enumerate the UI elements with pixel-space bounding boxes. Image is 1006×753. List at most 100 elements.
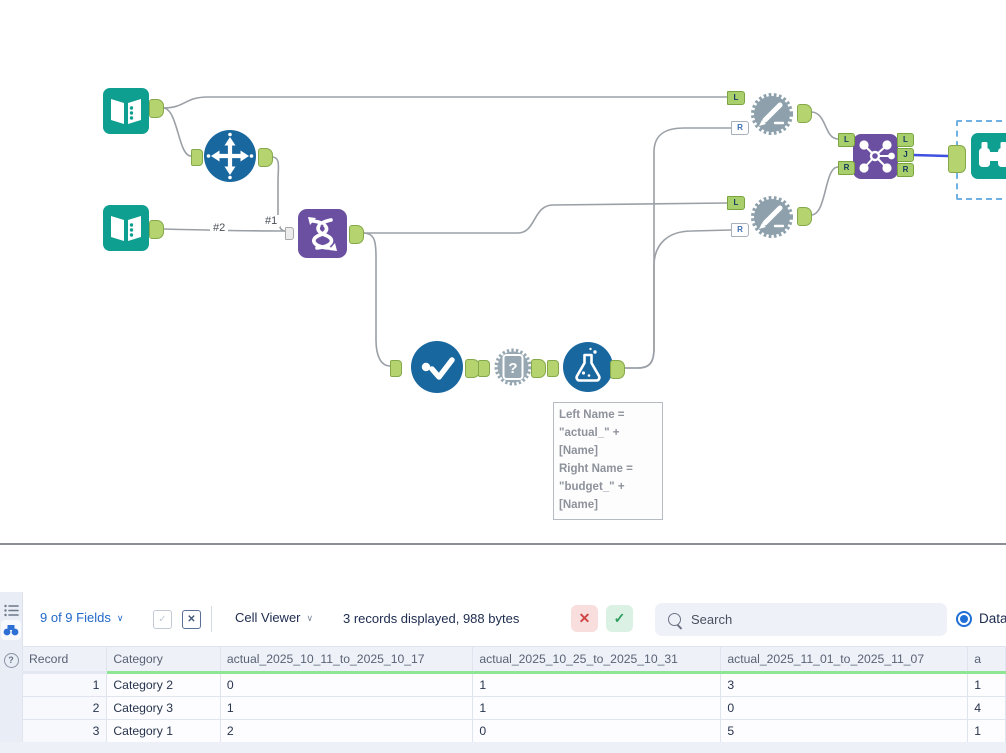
- connection-input1-to-arrows[interactable]: [162, 107, 192, 157]
- join-tool[interactable]: [853, 134, 898, 179]
- formula-tool[interactable]: [562, 341, 614, 393]
- cell-viewer-label: Cell Viewer: [235, 610, 301, 625]
- gear1-left-input-anchor[interactable]: L: [727, 91, 745, 105]
- success-filter-button[interactable]: ✓: [606, 605, 633, 632]
- cross-arrows-tool[interactable]: [203, 129, 257, 183]
- table-cell: 0: [720, 696, 969, 720]
- input2-output-anchor[interactable]: [149, 220, 164, 239]
- cross-arrows-icon: [204, 130, 256, 182]
- table-cell: 2: [219, 719, 474, 743]
- toolbar-divider: [211, 606, 212, 632]
- gear-pencil-icon: [751, 196, 793, 238]
- select-tool[interactable]: [410, 340, 464, 394]
- errors-filter-button[interactable]: ✕: [571, 605, 598, 632]
- browse-profile-icon[interactable]: [1, 620, 21, 640]
- browse-tool[interactable]: [971, 133, 1006, 179]
- union-input-anchor[interactable]: [285, 227, 294, 240]
- join-left-output-anchor[interactable]: L: [897, 133, 914, 147]
- help-glyph: ?: [3, 652, 19, 668]
- column-header-actual-1[interactable]: actual_2025_10_11_to_2025_10_17: [219, 646, 474, 674]
- question-macro-input-anchor[interactable]: [478, 360, 490, 377]
- question-macro-icon: ?: [494, 348, 532, 386]
- connection-gear1-to-join-left[interactable]: [810, 111, 839, 140]
- input1-output-anchor[interactable]: [149, 99, 164, 118]
- help-icon[interactable]: ?: [1, 650, 21, 670]
- search-box[interactable]: [655, 603, 947, 636]
- join-hub-icon: [853, 134, 898, 179]
- connection-union-to-select[interactable]: [362, 232, 391, 367]
- gear-pencil-icon: [751, 93, 793, 135]
- connection-join-to-browse-selected[interactable]: [912, 153, 949, 158]
- gear2-right-input-anchor[interactable]: R: [731, 223, 749, 237]
- gear2-output-anchor[interactable]: [797, 207, 812, 226]
- table-list-icon[interactable]: [1, 600, 21, 620]
- formula-input-anchor[interactable]: [547, 360, 559, 377]
- gear1-output-anchor[interactable]: [797, 104, 812, 123]
- gear2-left-input-anchor[interactable]: L: [727, 196, 745, 210]
- column-header-actual-3[interactable]: actual_2025_11_01_to_2025_11_07: [720, 646, 969, 674]
- connection-label-2: #2: [210, 222, 229, 234]
- select-input-anchor[interactable]: [390, 360, 402, 377]
- gear1-right-input-anchor[interactable]: R: [731, 121, 749, 135]
- annotation-line: [Name]: [559, 499, 598, 511]
- join-join-output-anchor[interactable]: J: [897, 148, 914, 162]
- table-row: 2 Category 3 1 1 0 4: [22, 696, 1006, 720]
- column-header-category[interactable]: Category: [106, 646, 221, 674]
- connections-layer: [162, 96, 949, 369]
- cell-viewer-dropdown[interactable]: Cell Viewer∨: [235, 610, 313, 625]
- connection-input1-to-gear1[interactable]: [162, 96, 728, 109]
- results-header: Results - Browse (12) - Input: [0, 545, 1006, 592]
- connection-formula-to-gear1[interactable]: [623, 127, 732, 369]
- input-data-tool-1[interactable]: [103, 88, 149, 134]
- join-right-output-anchor[interactable]: R: [897, 163, 914, 177]
- table-cell: 1: [967, 719, 1006, 743]
- cross-arrows-output-anchor[interactable]: [258, 148, 273, 167]
- record-number-cell: 2: [22, 696, 108, 720]
- join-right-input-anchor[interactable]: R: [838, 161, 855, 175]
- connection-gear2-to-join-right[interactable]: [810, 166, 839, 216]
- panel-splitter[interactable]: [0, 543, 1006, 545]
- tool-annotation[interactable]: Left Name = "actual_" + [Name] Right Nam…: [553, 402, 663, 520]
- browse-binoculars-icon: [971, 133, 1006, 179]
- gear-pencil-macro-tool-1[interactable]: [745, 87, 799, 141]
- question-macro-tool[interactable]: ?: [490, 344, 536, 390]
- question-macro-output-anchor[interactable]: [531, 359, 546, 378]
- workflow-canvas[interactable]: ? L R: [0, 0, 1006, 543]
- connection-arrows-to-union[interactable]: [271, 156, 286, 232]
- union-output-anchor[interactable]: [349, 225, 364, 244]
- join-left-input-anchor[interactable]: L: [838, 133, 855, 147]
- search-icon: [668, 613, 681, 626]
- table-cell: 0: [219, 672, 474, 697]
- results-grid: Record Category actual_2025_10_11_to_202…: [22, 646, 1006, 743]
- cross-arrows-input-anchor[interactable]: [191, 149, 203, 166]
- input-data-tool-2[interactable]: [103, 205, 149, 251]
- gear-pencil-macro-tool-2[interactable]: [745, 190, 799, 244]
- formula-output-anchor[interactable]: [610, 360, 625, 379]
- table-cell: Category 2: [106, 672, 221, 697]
- union-tool[interactable]: [298, 209, 347, 258]
- records-info: 3 records displayed, 988 bytes: [343, 611, 520, 626]
- search-input[interactable]: [689, 611, 947, 628]
- table-cell: 1: [967, 672, 1006, 697]
- connection-formula-to-gear2[interactable]: [623, 229, 732, 369]
- svg-text:?: ?: [508, 360, 517, 377]
- data-radio-label: Data: [979, 611, 1006, 626]
- browse-input-anchor[interactable]: [948, 145, 966, 173]
- table-cell: 3: [720, 672, 969, 697]
- table-cell: 4: [967, 696, 1006, 720]
- fields-dropdown[interactable]: 9 of 9 Fields∨: [40, 610, 123, 625]
- column-header-partial[interactable]: a: [967, 646, 1006, 674]
- data-radio-selected[interactable]: [956, 611, 972, 627]
- annotation-line: "budget_" +: [559, 481, 625, 493]
- column-header-record[interactable]: Record: [22, 646, 108, 674]
- record-number-cell: 3: [22, 719, 108, 743]
- table-row: 3 Category 1 2 0 5 1: [22, 719, 1006, 743]
- deselect-all-icon[interactable]: ✕: [182, 610, 201, 629]
- table-cell: 1: [472, 672, 722, 697]
- select-all-checkbox-icon[interactable]: ✓: [153, 610, 172, 629]
- column-header-actual-2[interactable]: actual_2025_10_25_to_2025_10_31: [472, 646, 722, 674]
- connection-union-to-gear2[interactable]: [362, 202, 728, 234]
- table-row: 1 Category 2 0 1 3 1: [22, 672, 1006, 697]
- annotation-line: "actual_" +: [559, 427, 620, 439]
- select-check-icon: [411, 341, 463, 393]
